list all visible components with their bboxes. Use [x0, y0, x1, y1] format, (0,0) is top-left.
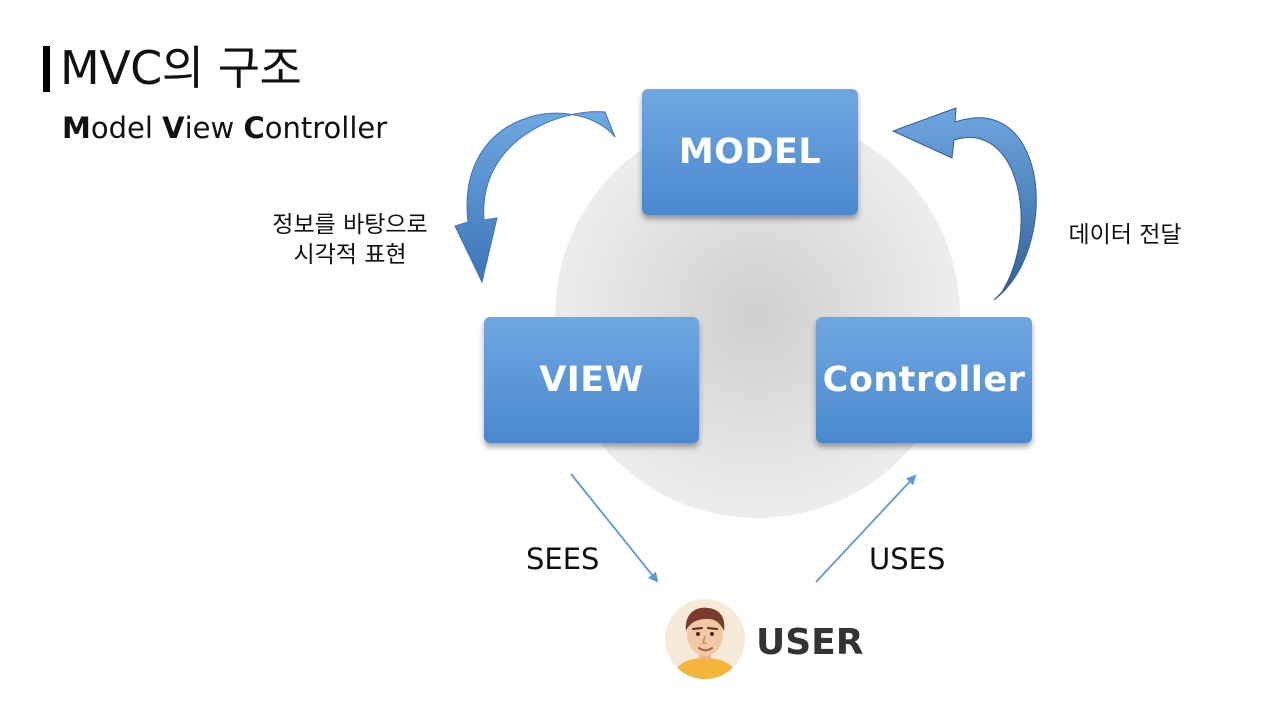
- view-to-user-arrow: [570, 473, 659, 583]
- subtitle-view-rest: iew: [184, 111, 235, 145]
- page-subtitle: Model View Controller: [62, 110, 387, 146]
- model-to-view-note-line2: 시각적 표현: [293, 242, 407, 268]
- model-to-view-arrow: [454, 111, 616, 284]
- user-to-controller-arrow: [815, 474, 917, 583]
- user-label: USER: [756, 622, 864, 663]
- subtitle-view-initial: V: [162, 111, 185, 145]
- subtitle-model-rest: odel: [90, 111, 153, 145]
- title-accent-bar: [43, 46, 50, 92]
- model-to-view-note-line1: 정보를 바탕으로: [272, 212, 428, 238]
- model-box: MODEL: [642, 89, 858, 215]
- subtitle-controller-initial: C: [243, 111, 265, 145]
- controller-to-model-note: 데이터 전달: [1068, 222, 1182, 248]
- uses-label: USES: [869, 542, 946, 576]
- user-avatar-icon: [665, 599, 745, 679]
- subtitle-model-initial: M: [62, 111, 91, 145]
- view-box: VIEW: [484, 317, 699, 443]
- subtitle-controller-rest: ontroller: [264, 111, 388, 145]
- controller-to-model-arrow: [891, 107, 1037, 301]
- model-to-view-note: 정보를 바탕으로 시각적 표현: [255, 210, 445, 270]
- sees-label: SEES: [526, 542, 600, 576]
- controller-box: Controller: [816, 317, 1032, 443]
- page-title: MVC의 구조: [60, 41, 302, 95]
